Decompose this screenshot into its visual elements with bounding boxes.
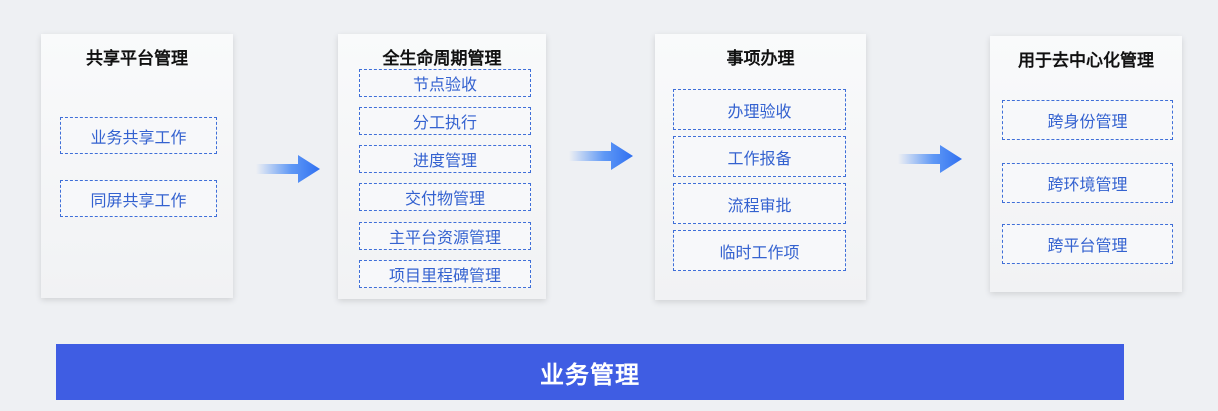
card-item: 项目里程碑管理 xyxy=(359,260,531,288)
card-item: 跨身份管理 xyxy=(1002,100,1173,140)
card-item: 交付物管理 xyxy=(359,183,531,211)
arrow-right-icon xyxy=(256,155,320,183)
card-title: 共享平台管理 xyxy=(86,49,188,69)
card-matters: 事项办理 办理验收 工作报备 流程审批 临时工作项 xyxy=(655,34,866,300)
card-item: 主平台资源管理 xyxy=(359,222,531,250)
card-item: 临时工作项 xyxy=(673,230,846,271)
card-decentralized: 用于去中心化管理 跨身份管理 跨环境管理 跨平台管理 xyxy=(990,36,1182,292)
card-item: 跨环境管理 xyxy=(1002,163,1173,203)
card-shared-platform: 共享平台管理 业务共享工作 同屏共享工作 xyxy=(41,34,233,298)
arrow-right-icon xyxy=(569,142,633,170)
card-item: 工作报备 xyxy=(673,136,846,177)
card-item: 分工执行 xyxy=(359,107,531,135)
card-item: 进度管理 xyxy=(359,145,531,173)
business-management-banner: 业务管理 xyxy=(56,344,1124,400)
card-title: 用于去中心化管理 xyxy=(1018,51,1154,71)
card-item: 跨平台管理 xyxy=(1002,224,1173,264)
card-item: 办理验收 xyxy=(673,89,846,130)
card-item: 流程审批 xyxy=(673,183,846,224)
card-title: 事项办理 xyxy=(726,49,795,69)
card-item: 同屏共享工作 xyxy=(60,180,217,217)
card-item: 业务共享工作 xyxy=(60,117,217,154)
arrow-right-icon xyxy=(898,145,962,173)
card-title: 全生命周期管理 xyxy=(382,49,502,69)
card-item: 节点验收 xyxy=(359,69,531,97)
card-lifecycle: 全生命周期管理 节点验收 分工执行 进度管理 交付物管理 主平台资源管理 项目里… xyxy=(338,34,546,299)
